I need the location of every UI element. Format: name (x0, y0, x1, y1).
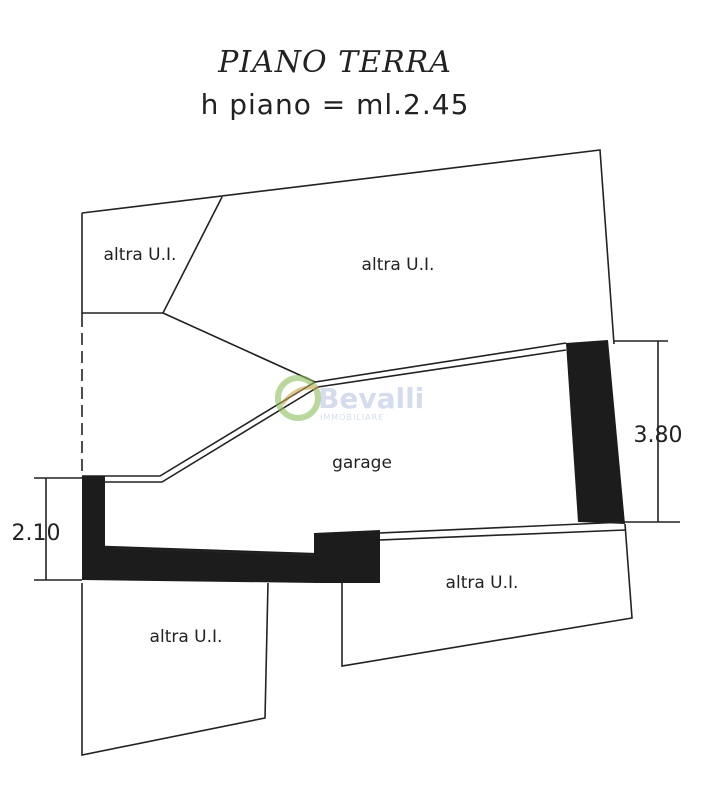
diagonal-wall-lower-a (82, 381, 316, 477)
garage-right-wall (566, 340, 625, 524)
watermark-tagline: IMMOBILIARE (320, 413, 384, 422)
room-label-bottom-right: altra U.I. (446, 573, 519, 593)
garage-bottom-wall-left (82, 545, 318, 583)
room-label-top-left: altra U.I. (104, 245, 177, 265)
garage-bottom-wall-step (314, 530, 380, 583)
plan-subtitle: h piano = ml.2.45 (201, 88, 470, 121)
watermark-swirl-icon (275, 375, 321, 421)
room-label-top-right: altra U.I. (362, 255, 435, 275)
plan-title: PIANO TERRA (217, 45, 452, 80)
bottom-right-room (341, 523, 633, 667)
watermark-leaf-icon (280, 385, 319, 406)
dim-right-label: 3.80 (634, 423, 683, 448)
watermark-brand: Bevalli (318, 382, 424, 415)
top-boundary (81, 149, 615, 345)
diagonal-wall-upper (162, 312, 567, 383)
garage-top-wall-inner (317, 349, 567, 388)
bottom-right-room-top (379, 529, 626, 541)
garage-bottom-edge (379, 521, 626, 534)
garage-left-wall (82, 476, 105, 550)
diagonal-wall-lower-b (105, 386, 319, 483)
room-label-garage: garage (332, 453, 392, 473)
garage-bottom-step-edge (104, 547, 315, 556)
dim-left-label: 2.10 (12, 521, 61, 546)
bottom-left-room (81, 582, 269, 756)
room-label-bottom-left: altra U.I. (150, 627, 223, 647)
watermark-logo: Bevalli IMMOBILIARE (275, 375, 424, 422)
